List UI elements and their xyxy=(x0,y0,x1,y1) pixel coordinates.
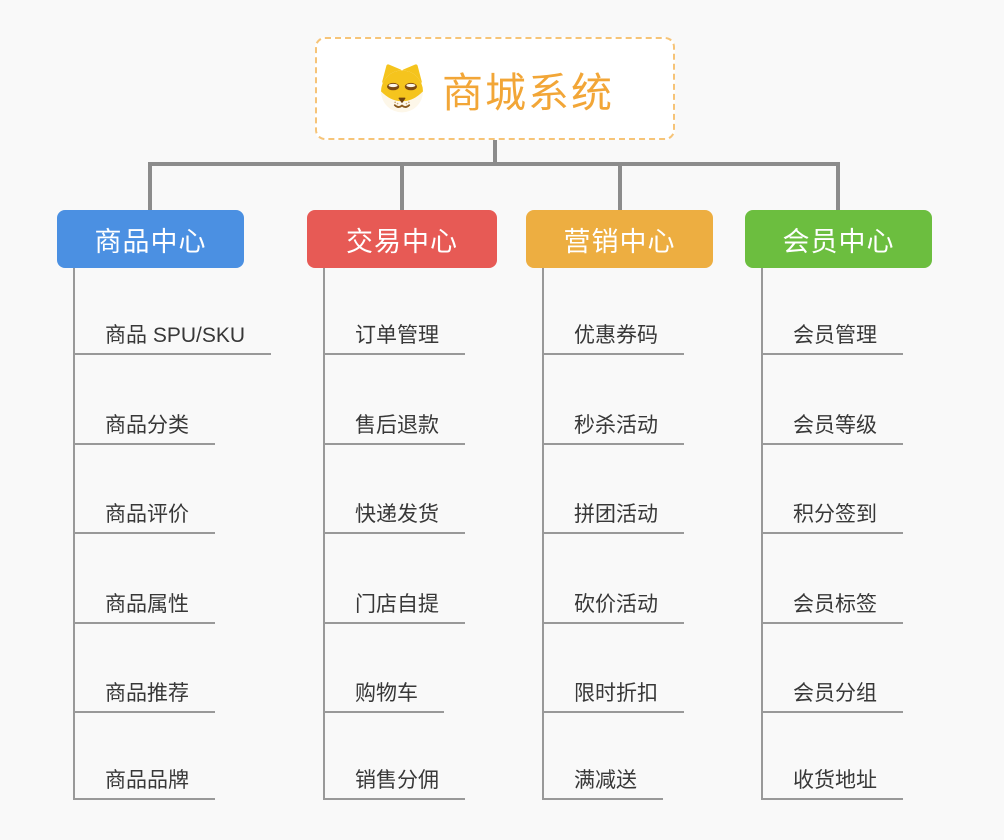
branch-topic-trade[interactable]: 交易中心 xyxy=(307,210,497,268)
connector-drop-line xyxy=(148,162,152,210)
branch-topic-label: 营销中心 xyxy=(563,226,676,257)
connector-bus-line xyxy=(148,162,840,166)
tree-node-label: 商品 SPU/SKU xyxy=(105,324,246,347)
tree-node-label: 快递发货 xyxy=(355,503,439,526)
tree-node[interactable]: 限时折扣 xyxy=(542,677,684,713)
tree-node-label: 会员分组 xyxy=(793,682,877,705)
branch-topic-marketing[interactable]: 营销中心 xyxy=(526,210,713,268)
tree-trunk-line xyxy=(73,268,75,800)
tree-node-label: 商品品牌 xyxy=(105,769,189,792)
branch-topic-members[interactable]: 会员中心 xyxy=(745,210,932,268)
tree-node[interactable]: 秒杀活动 xyxy=(542,409,684,445)
tree-node-label: 商品推荐 xyxy=(105,682,189,705)
tree-node[interactable]: 会员分组 xyxy=(761,677,903,713)
tree-node-label: 会员管理 xyxy=(793,324,877,347)
tree-node[interactable]: 购物车 xyxy=(323,677,444,713)
connector-root-stub xyxy=(493,140,497,166)
tree-node-label: 限时折扣 xyxy=(574,682,658,705)
root-topic-title: 商城系统 xyxy=(442,69,614,116)
branch-topic-products[interactable]: 商品中心 xyxy=(57,210,244,268)
tree-trunk-line xyxy=(542,268,544,800)
tree-node-label: 会员等级 xyxy=(793,414,877,437)
tree-node-label: 门店自提 xyxy=(355,593,439,616)
tree-node[interactable]: 门店自提 xyxy=(323,588,465,624)
branch-topic-label: 交易中心 xyxy=(346,226,458,257)
tree-node[interactable]: 商品评价 xyxy=(73,498,215,534)
tree-node-label: 订单管理 xyxy=(355,324,439,347)
tree-node[interactable]: 销售分佣 xyxy=(323,764,465,800)
tree-node[interactable]: 满减送 xyxy=(542,764,663,800)
tree-node[interactable]: 会员标签 xyxy=(761,588,903,624)
connector-drop-line xyxy=(618,162,622,210)
root-topic[interactable]: 商城系统 xyxy=(315,37,675,140)
branch-topic-label: 会员中心 xyxy=(782,226,895,257)
tree-node[interactable]: 收货地址 xyxy=(761,764,903,800)
tree-node-label: 商品评价 xyxy=(105,503,189,526)
tree-node-label: 满减送 xyxy=(574,769,637,792)
tree-node-label: 积分签到 xyxy=(793,503,877,526)
tree-node-label: 砍价活动 xyxy=(574,593,658,616)
tree-node[interactable]: 优惠券码 xyxy=(542,319,684,355)
connector-drop-line xyxy=(836,162,840,210)
tree-node[interactable]: 商品属性 xyxy=(73,588,215,624)
tree-node-label: 购物车 xyxy=(355,682,418,705)
tree-node-label: 售后退款 xyxy=(355,414,439,437)
tree-node[interactable]: 商品推荐 xyxy=(73,677,215,713)
tree-node[interactable]: 快递发货 xyxy=(323,498,465,534)
tree-node-label: 拼团活动 xyxy=(574,503,658,526)
tree-node[interactable]: 会员管理 xyxy=(761,319,903,355)
tree-node[interactable]: 商品 SPU/SKU xyxy=(73,319,272,355)
tree-node[interactable]: 砍价活动 xyxy=(542,588,684,624)
tree-node[interactable]: 积分签到 xyxy=(761,498,903,534)
branch-topic-label: 商品中心 xyxy=(94,226,207,257)
tree-node-label: 收货地址 xyxy=(793,769,877,792)
tree-trunk-line xyxy=(323,268,325,800)
tree-node[interactable]: 商品分类 xyxy=(73,409,215,445)
tree-node[interactable]: 拼团活动 xyxy=(542,498,684,534)
tree-node-label: 优惠券码 xyxy=(574,324,658,347)
dog-face-icon xyxy=(376,63,428,114)
tree-node[interactable]: 订单管理 xyxy=(323,319,465,355)
tree-node-label: 商品属性 xyxy=(105,593,189,616)
tree-node[interactable]: 商品品牌 xyxy=(73,764,215,800)
connector-drop-line xyxy=(400,162,404,210)
tree-node[interactable]: 会员等级 xyxy=(761,409,903,445)
tree-trunk-line xyxy=(761,268,763,800)
tree-node[interactable]: 售后退款 xyxy=(323,409,465,445)
tree-node-label: 会员标签 xyxy=(793,593,877,616)
tree-node-label: 销售分佣 xyxy=(355,769,439,792)
tree-node-label: 秒杀活动 xyxy=(574,414,658,437)
tree-node-label: 商品分类 xyxy=(105,414,189,437)
